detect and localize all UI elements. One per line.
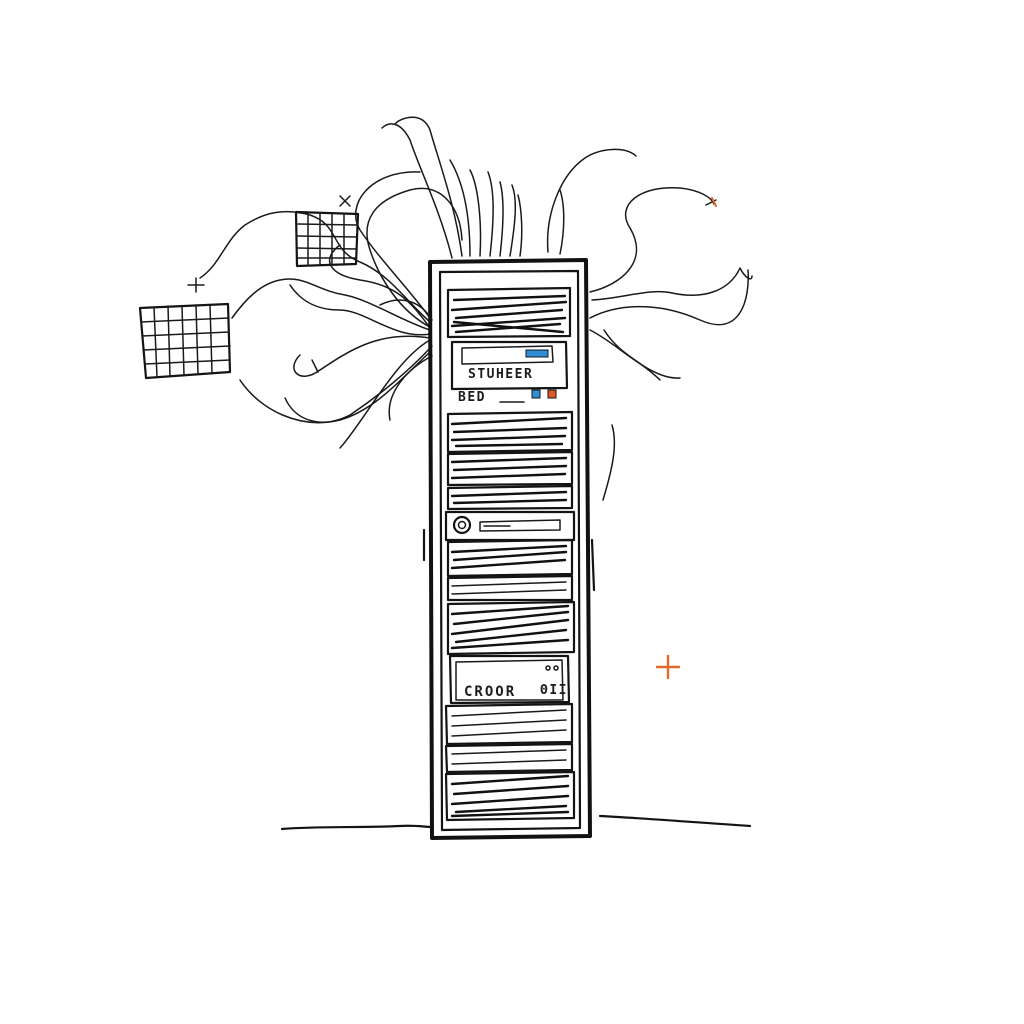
drive-bay: [446, 538, 574, 578]
power-button-icon: [452, 515, 472, 535]
power-unit: [444, 510, 576, 542]
drive-bay: [444, 742, 574, 774]
led-blue: [531, 389, 541, 399]
unit-sublabel: ΘII: [540, 683, 568, 698]
unit-label: STUHEER: [468, 367, 533, 382]
cable-bundle: [199, 116, 753, 501]
drive-bay: [446, 450, 574, 487]
unit-label: CROOR: [464, 684, 516, 700]
drive-bay: [446, 410, 574, 454]
solar-panel-icon: [138, 302, 232, 380]
drive-bay: [444, 770, 576, 822]
drive-bay: [444, 702, 574, 746]
sparkle-icon: [655, 654, 681, 680]
sparkle-icon: [711, 197, 717, 207]
server-rack: [422, 258, 596, 840]
led-red: [547, 389, 557, 399]
unit-sublabel: BED: [458, 390, 486, 405]
drive-bay: [446, 600, 576, 656]
status-indicator-blue: [525, 349, 549, 358]
drive-bay: [446, 484, 574, 511]
labelled-unit: STUHEER BED: [450, 340, 569, 405]
solar-panel-icon: [294, 210, 360, 268]
rack-unit: [446, 286, 572, 339]
drive-bay: [446, 574, 574, 602]
ground-line: [280, 814, 752, 831]
labelled-unit: CROOR ΘII: [448, 654, 571, 705]
